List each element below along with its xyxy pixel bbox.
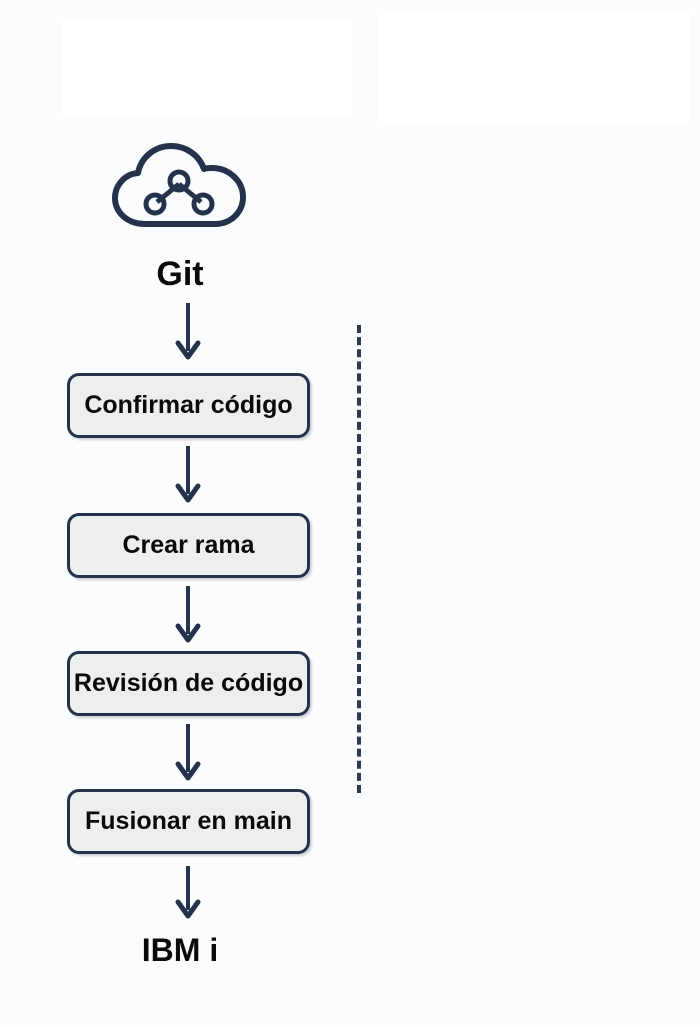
arrow-step2-to-step3 [175, 586, 201, 646]
arrow-step1-to-step2 [175, 446, 201, 506]
step-label: Revisión de código [73, 669, 304, 697]
top-blank-panel-left [62, 18, 352, 118]
step-box-revision-de-codigo[interactable]: Revisión de código [67, 651, 310, 716]
step-label: Fusionar en main [85, 807, 292, 835]
step-box-confirmar-codigo[interactable]: Confirmar código [67, 373, 310, 438]
column-right: Ticket de cambio Compilar Asegurar [356, 0, 700, 1024]
column-left: Git Confirmar código Crear rama [0, 140, 360, 966]
step-box-fusionar-en-main[interactable]: Fusionar en main [67, 789, 310, 854]
git-cloud-icon [0, 140, 360, 245]
arrow-step3-to-step4 [175, 724, 201, 784]
step-label: Confirmar código [84, 391, 293, 419]
git-source-node: Git [0, 140, 360, 291]
git-source-label: Git [156, 255, 204, 293]
ibm-i-target-node: IBM i [0, 934, 360, 966]
arrow-git-to-step1 [175, 303, 201, 363]
column-divider [357, 325, 361, 793]
step-box-crear-rama[interactable]: Crear rama [67, 513, 310, 578]
ibm-i-label: IBM i [141, 932, 219, 968]
arrow-step4-to-ibmi [175, 866, 201, 926]
step-label: Crear rama [122, 531, 255, 559]
top-blank-panel-right [378, 10, 690, 122]
